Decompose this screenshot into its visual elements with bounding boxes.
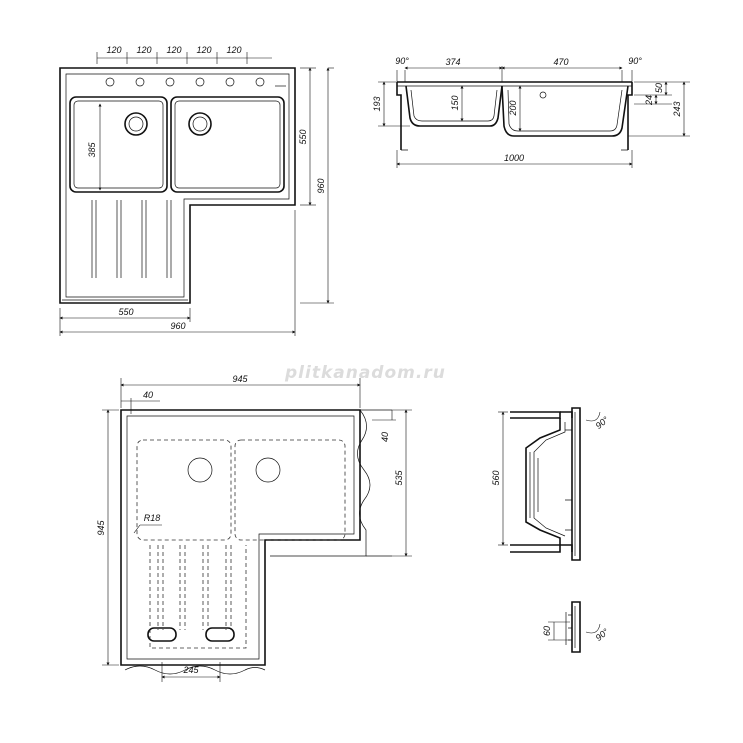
cutout-depth: 535	[394, 470, 404, 486]
cutout-left-bowl	[136, 439, 232, 541]
cutout-right-bowl	[234, 439, 346, 541]
depth-200: 200	[508, 100, 518, 116]
inner-height-dim: 550	[298, 129, 308, 144]
profile-bottom-depth: 60	[542, 626, 552, 636]
spacing-4: 120	[196, 45, 211, 55]
right-bowl-width: 470	[553, 57, 568, 67]
rim-50: 50	[654, 83, 664, 93]
right-angle: 90°	[628, 56, 642, 66]
total-length: 1000	[504, 153, 524, 163]
left-angle: 90°	[395, 56, 409, 66]
profile-bottom-angle: 90°	[594, 626, 611, 643]
total-height-dim: 960	[316, 178, 326, 193]
lower-width-dim: 550	[118, 307, 133, 317]
side-section: 90° 90° 374 470 193 150 200 1000 50 24	[372, 56, 690, 168]
cutout-offset: 40	[143, 390, 153, 400]
spacing-1: 120	[106, 45, 121, 55]
cutout-bottom-spacing: 245	[182, 665, 199, 675]
rim-24: 24	[644, 95, 654, 106]
top-view: 120 120 120 120 120 385 550 960 550 960	[59, 45, 334, 336]
left-bowl	[69, 96, 168, 193]
bowl-height-dim: 385	[87, 142, 97, 158]
slot-left	[147, 627, 177, 642]
total-width-dim: 960	[170, 321, 185, 331]
drain-left	[124, 112, 148, 136]
cutout-view: 945 40 40 535 945 R18 245	[96, 374, 412, 682]
drainer-grooves	[91, 200, 172, 278]
spacing-2: 120	[136, 45, 151, 55]
depth-150: 150	[450, 95, 460, 110]
height-243: 243	[672, 101, 682, 117]
right-bowl	[170, 96, 285, 193]
watermark: plitkanadom.ru	[284, 363, 446, 383]
cutout-drain-right	[255, 457, 281, 483]
slot-right	[205, 627, 235, 642]
cutout-top-offset: 40	[380, 432, 390, 442]
spacing-5: 120	[226, 45, 241, 55]
cutout-width: 945	[232, 374, 248, 384]
cutout-radius: R18	[144, 513, 161, 523]
spacing-3: 120	[166, 45, 181, 55]
cutout-drain-left	[187, 457, 213, 483]
tap-holes	[105, 77, 265, 87]
profile-view: 90° 90° 560 60	[491, 407, 611, 653]
profile-top-angle: 90°	[594, 414, 611, 431]
cutout-height: 945	[96, 520, 106, 536]
drain-right	[188, 112, 212, 136]
left-bowl-width: 374	[445, 57, 460, 67]
height-193: 193	[372, 96, 382, 111]
profile-height: 560	[491, 470, 501, 485]
